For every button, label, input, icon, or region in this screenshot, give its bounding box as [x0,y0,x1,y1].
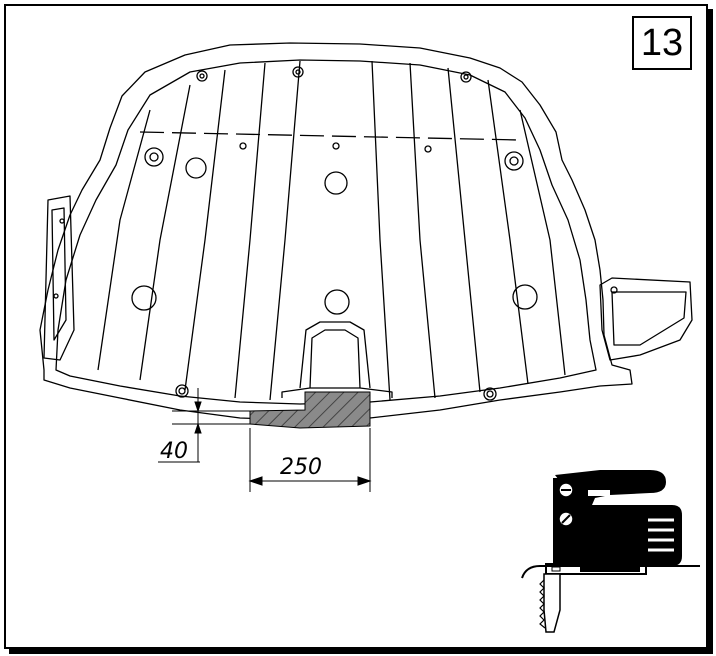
jigsaw-icon [521,470,700,633]
step-number: 13 [640,21,684,64]
cut-zone [249,391,371,429]
panel-inner-rim [55,59,597,405]
undertray-panel [39,42,693,421]
depth-dimension-label: 40 [160,439,188,464]
right-bracket [599,277,693,361]
depth-dimension [158,388,250,463]
central-tunnel [299,321,371,389]
left-bracket [43,195,75,361]
step-number-badge: 13 [632,16,692,70]
panel-outline [39,42,633,421]
width-dimension [248,428,372,492]
width-dimension-label: 250 [280,455,322,480]
